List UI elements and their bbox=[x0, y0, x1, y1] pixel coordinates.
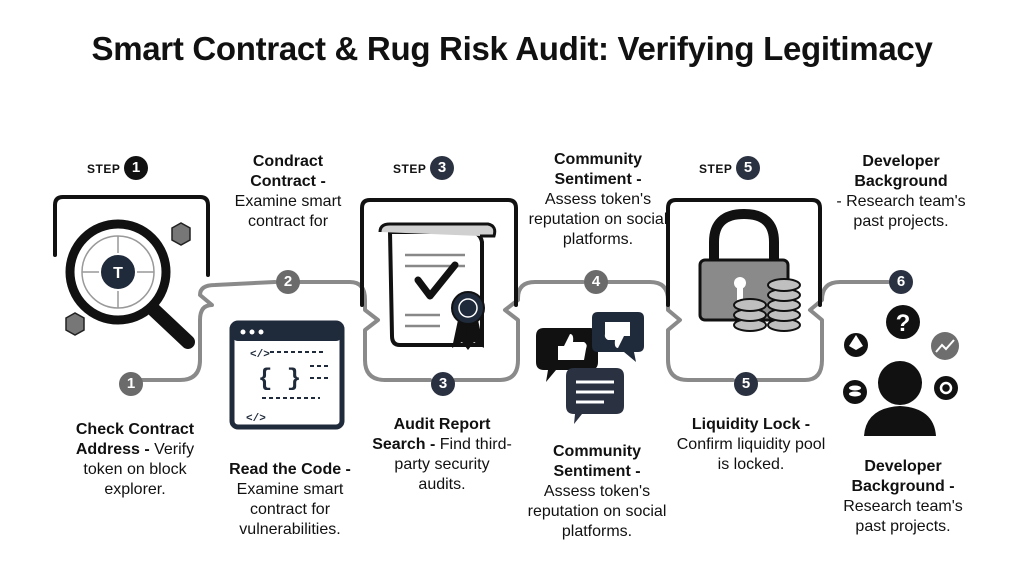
message-bubble-icon bbox=[566, 368, 624, 424]
top-caption-4-body: Assess token's reputation on social plat… bbox=[528, 191, 668, 248]
bottom-caption-2: Read the Code - Examine smart contract f… bbox=[210, 460, 370, 540]
step-badge-5: 5 bbox=[736, 156, 760, 180]
top-caption-2-body: Examine smart contract for bbox=[234, 193, 342, 230]
bottom-caption-1: Check Contract Address - Verify token on… bbox=[60, 420, 210, 500]
code-braces: { } bbox=[258, 366, 301, 393]
top-caption-6-body: - Research team's past projects. bbox=[836, 193, 966, 230]
step1-bracket bbox=[53, 195, 210, 277]
node-6: 6 bbox=[889, 270, 913, 294]
step-label-3: STEP bbox=[393, 162, 427, 176]
step-label-5: STEP bbox=[699, 162, 733, 176]
bottom-caption-3-body: Find third-party security audits. bbox=[394, 436, 512, 493]
bottom-caption-4-head: Community Sentiment - bbox=[553, 443, 641, 480]
bottom-caption-5: Liquidity Lock - Confirm liquidity pool … bbox=[676, 415, 826, 475]
token-glyph: T bbox=[113, 265, 123, 282]
top-caption-2: Condract Contract - Examine smart contra… bbox=[218, 152, 358, 232]
code-tag-bottom: </> bbox=[246, 413, 266, 425]
node-2: 2 bbox=[276, 270, 300, 294]
top-caption-4-head: Community Sentiment - bbox=[554, 151, 642, 188]
bottom-caption-5-head: Liquidity Lock - bbox=[691, 416, 811, 433]
developer-icon bbox=[843, 305, 959, 436]
step-badge-3: 3 bbox=[430, 156, 454, 180]
bottom-caption-3: Audit Report Search - Find third-party s… bbox=[372, 415, 512, 495]
step-badge-1: 1 bbox=[124, 156, 148, 180]
node-5: 5 bbox=[734, 372, 758, 396]
bottom-caption-4-body: Assess token's reputation on social plat… bbox=[527, 483, 667, 540]
bottom-caption-4: Community Sentiment - Assess token's rep… bbox=[522, 442, 672, 542]
bottom-caption-5-body: Confirm liquidity pool is locked. bbox=[676, 436, 826, 473]
bottom-caption-2-body: Examine smart contract for vulnerabiliti… bbox=[236, 481, 344, 538]
cube-icon bbox=[65, 222, 191, 336]
magnifier-icon bbox=[65, 219, 195, 349]
coin-stack-icon bbox=[733, 278, 801, 332]
top-caption-6: Developer Background - Research team's p… bbox=[826, 152, 976, 232]
code-tag-top: </> bbox=[250, 349, 270, 361]
diagram-title: Smart Contract & Rug Risk Audit: Verifyi… bbox=[91, 30, 933, 67]
top-caption-6-head: Developer Background bbox=[854, 153, 948, 190]
step3-bracket bbox=[360, 198, 518, 307]
question-glyph: ? bbox=[896, 310, 911, 337]
bottom-caption-1-body: Verify token on block explorer. bbox=[83, 441, 195, 498]
flow-line bbox=[133, 280, 890, 382]
node-3: 3 bbox=[431, 372, 455, 396]
step5-bracket bbox=[666, 198, 822, 307]
bottom-caption-1-head: Check Contract Address - bbox=[75, 421, 195, 458]
certificate-icon bbox=[378, 222, 497, 350]
bottom-caption-6-head: Developer Background - bbox=[851, 458, 955, 495]
bottom-caption-2-head: Read the Code - bbox=[229, 461, 351, 478]
top-caption-2-head: Condract Contract - bbox=[250, 153, 326, 190]
bottom-caption-6: Developer Background - Research team's p… bbox=[828, 457, 978, 537]
top-caption-4: Community Sentiment - Assess token's rep… bbox=[528, 150, 668, 250]
node-4: 4 bbox=[584, 270, 608, 294]
step-label-1: STEP bbox=[87, 162, 121, 176]
bottom-caption-3-head: Audit Report Search - bbox=[372, 416, 491, 453]
bottom-caption-6-body: Research team's past projects. bbox=[843, 498, 963, 535]
code-window-icon bbox=[229, 320, 345, 430]
node-1: 1 bbox=[119, 372, 143, 396]
thumbs-down-bubble-icon bbox=[592, 312, 644, 362]
